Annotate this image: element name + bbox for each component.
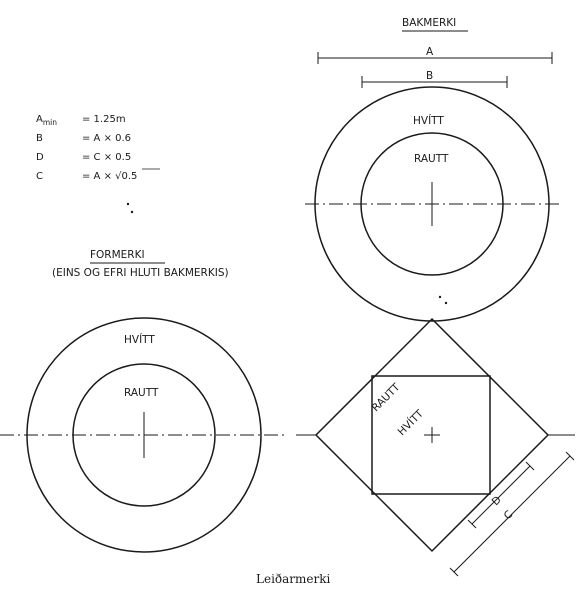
formula-rhs: = A × 0.6 xyxy=(82,133,131,144)
svg-text:Amin: Amin xyxy=(36,114,57,127)
bakmerki-title: BAKMERKI xyxy=(402,17,456,29)
figure-caption: Leiðarmerki xyxy=(256,572,331,586)
bakmerki-circle-sign: HVÍTT RAUTT xyxy=(305,86,560,322)
diamond-white-label: HVÍTT xyxy=(395,407,426,438)
formula-lhs-sub: min xyxy=(43,118,57,127)
dot-mark xyxy=(438,295,442,299)
formerki-title: FORMERKI xyxy=(90,249,145,261)
dot-mark xyxy=(126,202,130,206)
dimension-c-label: C xyxy=(502,508,516,522)
bakmerki-inner-square xyxy=(371,375,491,495)
formula-row: D = C × 0.5 xyxy=(36,152,131,163)
bakmerki-diamond-sign: RAUTT HVÍTT D C xyxy=(296,317,575,577)
formula-lhs: B xyxy=(36,133,43,144)
dimension-d: D xyxy=(467,461,535,529)
formula-lhs: A xyxy=(36,114,43,125)
formerki-circle-sign: HVÍTT RAUTT xyxy=(0,317,285,553)
formula-block: Amin = 1.25m B = A × 0.6 D = C × 0.5 C =… xyxy=(36,114,160,182)
bakmerki-red-label: RAUTT xyxy=(414,153,449,165)
formula-rhs: = 1.25m xyxy=(82,114,126,125)
diamond-red-label: RAUTT xyxy=(370,381,403,414)
formula-rhs: = C × 0.5 xyxy=(82,152,131,163)
formula-lhs: C xyxy=(36,171,43,182)
formula-row: C = A × √0.5 xyxy=(36,168,160,182)
dot-mark xyxy=(130,210,134,214)
formula-row: Amin = 1.25m xyxy=(36,114,126,127)
bakmerki-outer-diamond xyxy=(314,317,550,553)
bakmerki-white-label: HVÍTT xyxy=(413,114,444,127)
dimension-b: B xyxy=(361,70,508,88)
dimension-a: A xyxy=(317,46,553,64)
formula-row: B = A × 0.6 xyxy=(36,133,131,144)
dot-mark xyxy=(444,301,448,305)
formula-lhs: D xyxy=(36,152,44,163)
formerki-note: (EINS OG EFRI HLUTI BAKMERKIS) xyxy=(52,267,229,279)
dimension-d-label: D xyxy=(490,494,504,508)
formula-rhs: = A × √0.5 xyxy=(82,171,137,182)
dimension-b-label: B xyxy=(426,70,433,82)
formerki-white-label: HVÍTT xyxy=(124,333,155,346)
formerki-red-label: RAUTT xyxy=(124,387,159,399)
dimension-a-label: A xyxy=(426,46,434,58)
